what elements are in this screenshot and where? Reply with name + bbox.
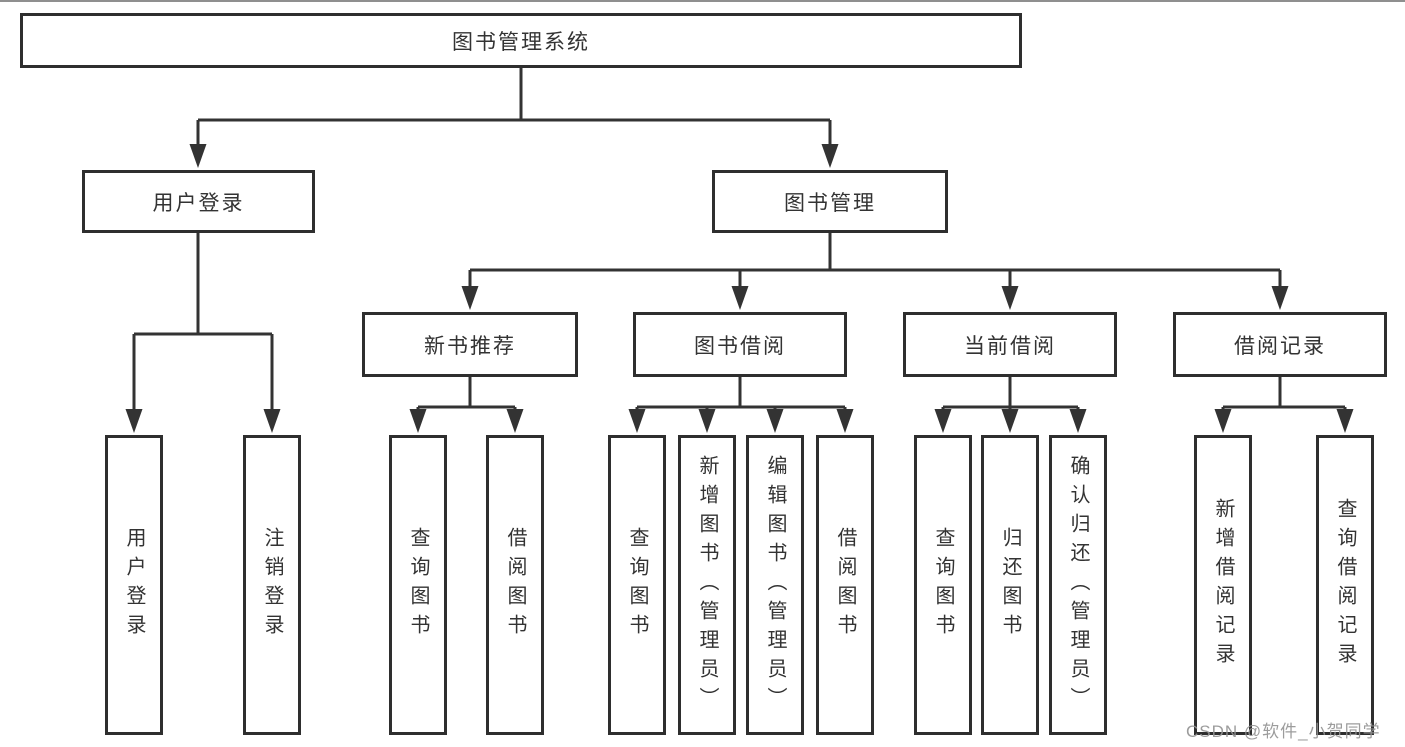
arrowhead-icons xyxy=(125,144,1354,433)
node-user-login: 用户登录 xyxy=(82,170,315,233)
leaf-edit-books-admin: 编辑图书（管理员） xyxy=(746,435,804,735)
leaf-return-books: 归还图书 xyxy=(981,435,1039,735)
node-new-book-recommend: 新书推荐 xyxy=(362,312,578,377)
node-current-borrow: 当前借阅 xyxy=(903,312,1117,377)
leaf-query-borrow-record: 查询借阅记录 xyxy=(1316,435,1374,735)
node-root-system: 图书管理系统 xyxy=(20,13,1022,68)
leaf-add-books-admin: 新增图书（管理员） xyxy=(678,435,736,735)
leaf-add-borrow-record: 新增借阅记录 xyxy=(1194,435,1252,735)
node-book-management: 图书管理 xyxy=(712,170,948,233)
node-book-borrow: 图书借阅 xyxy=(633,312,847,377)
leaf-borrow-query-books: 查询图书 xyxy=(608,435,666,735)
leaf-current-query-books: 查询图书 xyxy=(914,435,972,735)
leaf-logout: 注销登录 xyxy=(243,435,301,735)
top-border-line xyxy=(0,0,1405,2)
leaf-recommend-query-books: 查询图书 xyxy=(389,435,447,735)
leaf-confirm-return-admin: 确认归还（管理员） xyxy=(1049,435,1107,735)
leaf-recommend-borrow-books: 借阅图书 xyxy=(486,435,544,735)
csdn-watermark: CSDN @软件_小贺同学 xyxy=(1186,722,1381,741)
leaf-user-login: 用户登录 xyxy=(105,435,163,735)
node-borrow-record: 借阅记录 xyxy=(1173,312,1387,377)
leaf-borrow-books: 借阅图书 xyxy=(816,435,874,735)
